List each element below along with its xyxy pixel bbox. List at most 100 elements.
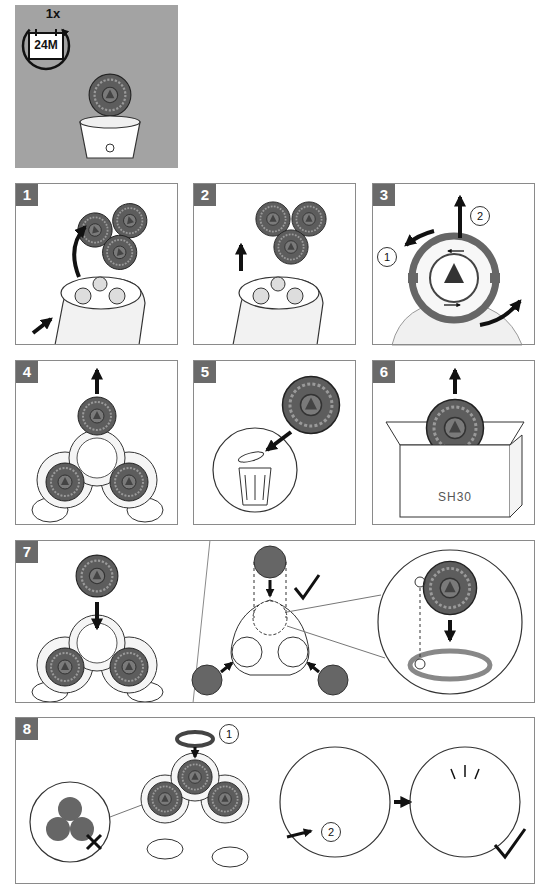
callout-number: 2 [328,826,334,838]
turn-arrow [480,301,520,325]
step-panel: 1 [15,183,178,345]
lift-arrow [239,245,243,271]
head-holder-part [99,231,141,273]
step-1-illustration [33,200,158,345]
step-8-illustration-part [46,817,70,841]
step-7-illustration-part [269,580,272,596]
step-panel: 7 [15,540,535,703]
callout-number: 1 [377,247,397,267]
step-3-illustration [392,197,522,345]
step-2-illustration-part [287,288,303,304]
head-holder-part [109,200,151,242]
step-8-illustration-part [147,839,183,859]
step-4-illustration [32,370,163,522]
step-5-illustration-part [263,475,265,500]
step-panel: 4 [15,360,178,525]
step-7-illustration-part [415,659,425,669]
cutting-unit [283,377,340,434]
step-8-illustration-part [394,800,410,804]
step-4-illustration-part [77,438,117,478]
step-8-illustration [30,732,545,867]
step-8-illustration-part [148,782,182,816]
step-3-illustration-part [448,250,464,252]
step-8-illustration-part-part [285,777,415,867]
step-7-illustration-part [46,648,84,686]
step-1-illustration-part [75,288,91,304]
step-7-illustration-part [415,577,425,587]
step-5-illustration-part [267,432,291,450]
step-7-illustration-part [95,602,99,628]
icon-text: 1x [43,6,63,21]
step-panel: 2 [193,183,356,345]
cutting-unit [89,74,131,116]
trash-bin [239,468,271,505]
callout-number: 1 [384,251,390,263]
step-7-illustration-part [286,562,287,618]
callout-number: 1 [219,724,239,744]
step-number: 4 [16,361,38,383]
step-7-illustration-part [287,595,381,612]
interval-icon-part [35,29,37,36]
step-7-illustration-part [76,555,118,597]
step-8-illustration-part-part [285,787,415,809]
step-number: 3 [373,184,395,206]
step-3-illustration-part [430,254,478,302]
step-5-illustration-part [237,450,264,464]
step-1-illustration-part [93,277,107,291]
step-8-illustration-part [410,747,520,857]
step-5-illustration [213,377,340,513]
step-8-illustration-part [212,847,248,867]
lift-arrow [95,370,99,394]
push-arrow [33,319,51,333]
interval-icon-part [55,29,57,36]
callout-number: 2 [477,210,483,222]
step-7-illustration-part [254,562,255,618]
step-2-illustration-part [239,277,319,309]
wrong-mark [87,835,101,849]
step-8-illustration-part [285,777,415,867]
calendar-symbol [29,33,63,59]
step-5-illustration-part [213,428,297,512]
step-8-illustration-part [208,782,242,816]
step-7-illustration-part [308,663,319,672]
step-3-illustration-part [408,273,418,283]
step-7-illustration-part [448,620,452,640]
head-frame [231,600,309,675]
step-panel: 812 [15,717,535,884]
open-arrow [74,227,85,277]
retaining-ring [412,236,496,320]
step-3-illustration-part [444,304,460,306]
model-label: SH30 [436,490,474,504]
head-holder-part [274,230,308,264]
step-7-illustration-part [278,637,308,667]
step-7-illustration-part [287,626,385,658]
head-holder [256,202,326,264]
step-number: 5 [194,361,216,383]
step-8-illustration-part [280,747,390,857]
step-8-illustration-part-part [415,777,545,867]
step-7-illustration [32,540,522,703]
step-1-illustration-part [109,288,125,304]
callout-number: 2 [321,822,341,842]
step-4-illustration-part [46,463,84,501]
step-7-illustration-part [420,588,421,658]
step-7-illustration-part [110,648,148,686]
icon-ground [15,5,178,168]
step-8-illustration-part [287,831,311,837]
package-box [400,445,510,517]
step-2-illustration-part [253,288,269,304]
step-2-illustration [233,202,326,345]
step-7-illustration-part [254,546,286,578]
step-7-illustration-part [318,665,348,695]
step-number: 2 [194,184,216,206]
head-holder [74,200,158,278]
step-7-illustration-part [423,561,476,614]
lift-arrow [458,197,462,238]
step-7-illustration-part [410,651,490,679]
check-mark [495,829,525,857]
step-5-illustration-part [245,475,247,500]
repeat-arrow [23,30,69,69]
turn-arrow [406,231,434,245]
step-8-illustration-part [178,760,212,794]
